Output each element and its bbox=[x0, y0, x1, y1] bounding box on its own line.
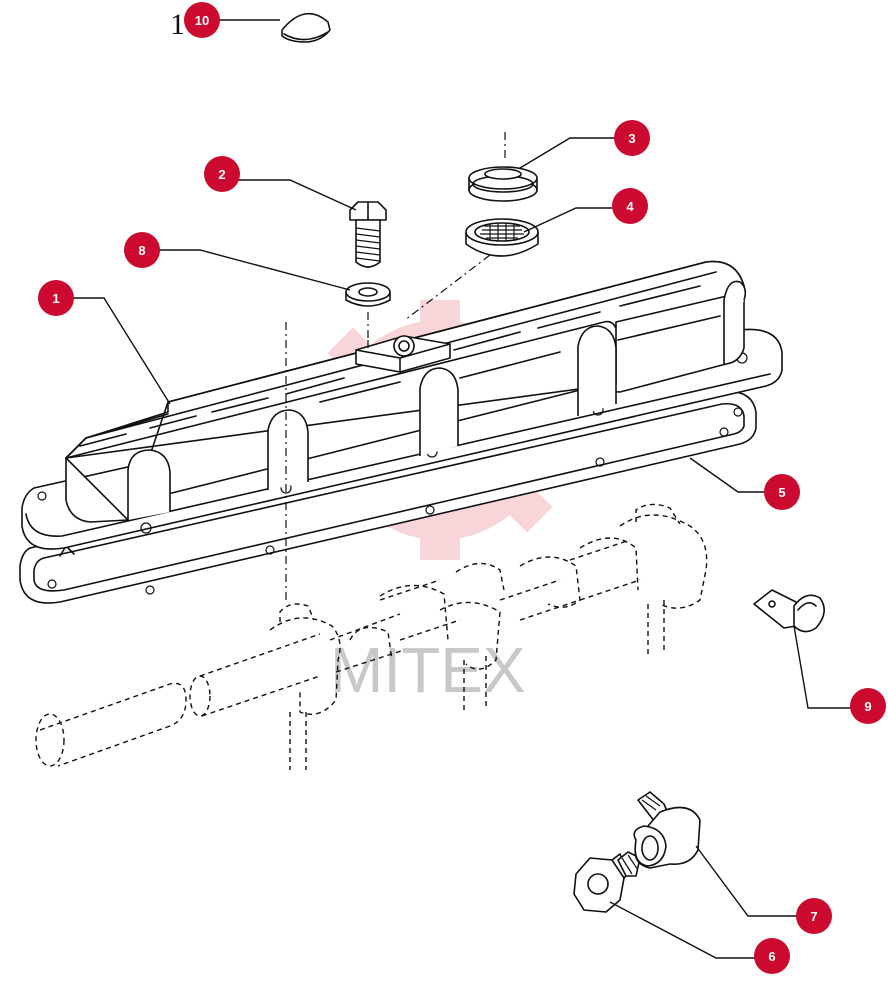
callout-label: 5 bbox=[778, 485, 785, 500]
callout-5[interactable]: 5 bbox=[764, 474, 800, 510]
leader-7 bbox=[695, 845, 800, 917]
callout-8[interactable]: 8 bbox=[124, 232, 160, 268]
callout-label: 9 bbox=[864, 699, 871, 714]
leader-4 bbox=[523, 207, 612, 233]
part-valve-cover bbox=[21, 260, 783, 550]
leader-6 bbox=[609, 901, 758, 959]
part-rubber-grommet bbox=[468, 132, 538, 202]
callout-9[interactable]: 9 bbox=[850, 688, 886, 724]
callout-label: 10 bbox=[195, 13, 209, 28]
callout-label: 7 bbox=[810, 909, 817, 924]
callout-label: 8 bbox=[138, 243, 145, 258]
callout-7[interactable]: 7 bbox=[796, 898, 832, 934]
part-bolt bbox=[349, 201, 387, 268]
callout-label: 2 bbox=[218, 167, 225, 182]
callout-label: 4 bbox=[626, 199, 634, 214]
part-cover-gasket bbox=[19, 390, 757, 604]
callout-4[interactable]: 4 bbox=[612, 188, 648, 224]
rocker-shaft-assembly bbox=[35, 322, 708, 770]
watermark-text: MITEX bbox=[330, 634, 526, 706]
callout-label: 3 bbox=[628, 131, 635, 146]
part-clip bbox=[753, 589, 825, 633]
callout-6[interactable]: 6 bbox=[754, 938, 790, 974]
leader-9 bbox=[793, 625, 854, 709]
leader-5 bbox=[689, 457, 768, 493]
callout-1[interactable]: 1 bbox=[38, 280, 74, 316]
part-hex-nut bbox=[573, 851, 641, 913]
callout-10[interactable]: 10 bbox=[184, 2, 220, 38]
part-cap-plug: 1 bbox=[170, 8, 331, 43]
stray-label: 1 bbox=[170, 8, 185, 41]
part-washer bbox=[345, 282, 391, 340]
part-elbow-fitting bbox=[633, 791, 701, 869]
callout-2[interactable]: 2 bbox=[204, 156, 240, 192]
callout-label: 6 bbox=[768, 949, 775, 964]
leader-1 bbox=[74, 297, 171, 405]
callout-3[interactable]: 3 bbox=[614, 120, 650, 156]
leader-2 bbox=[238, 179, 357, 211]
callout-label: 1 bbox=[52, 291, 59, 306]
leader-lines bbox=[74, 19, 854, 959]
leader-3 bbox=[519, 137, 616, 169]
leader-8 bbox=[158, 249, 351, 291]
part-filter-insert bbox=[404, 218, 539, 321]
